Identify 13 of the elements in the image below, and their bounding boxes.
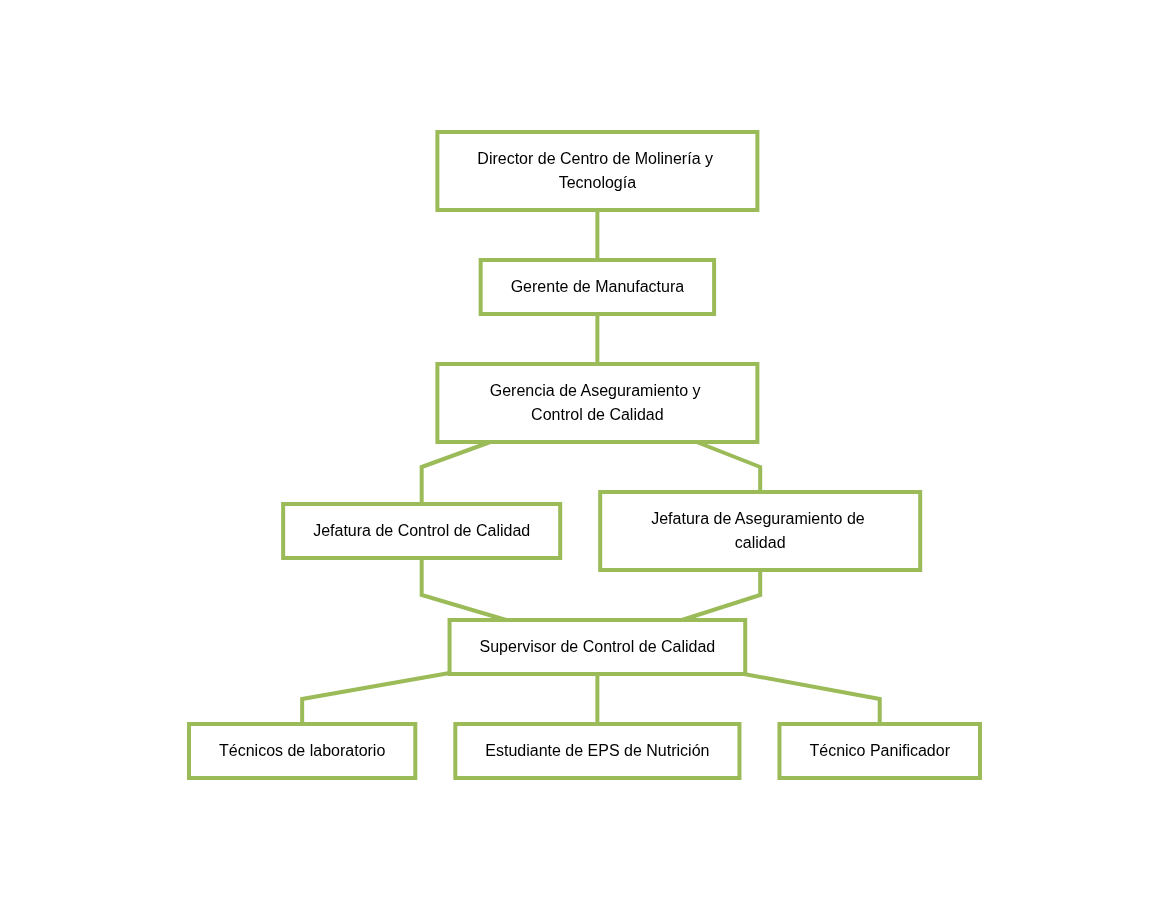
node-box: Director de Centro de Molinería y Tecnología	[434, 130, 759, 212]
connector	[594, 314, 599, 364]
connector	[594, 210, 599, 260]
connector	[299, 671, 450, 724]
node-box: Técnico Panificador	[776, 722, 982, 780]
node-box: Gerencia de Aseguramiento y Control de Calidad	[434, 362, 759, 444]
connector	[594, 674, 599, 724]
node-box: Gerente de Manufactura	[478, 258, 716, 316]
node-box: Supervisor de Control de Calidad	[447, 618, 747, 676]
node-box: Técnicos de laboratorio	[186, 722, 417, 780]
node-box: Jefatura de Control de Calidad	[280, 502, 562, 560]
node-box: Jefatura de Aseguramiento de calidad	[597, 490, 922, 572]
node-box: Estudiante de EPS de Nutrición	[452, 722, 741, 780]
